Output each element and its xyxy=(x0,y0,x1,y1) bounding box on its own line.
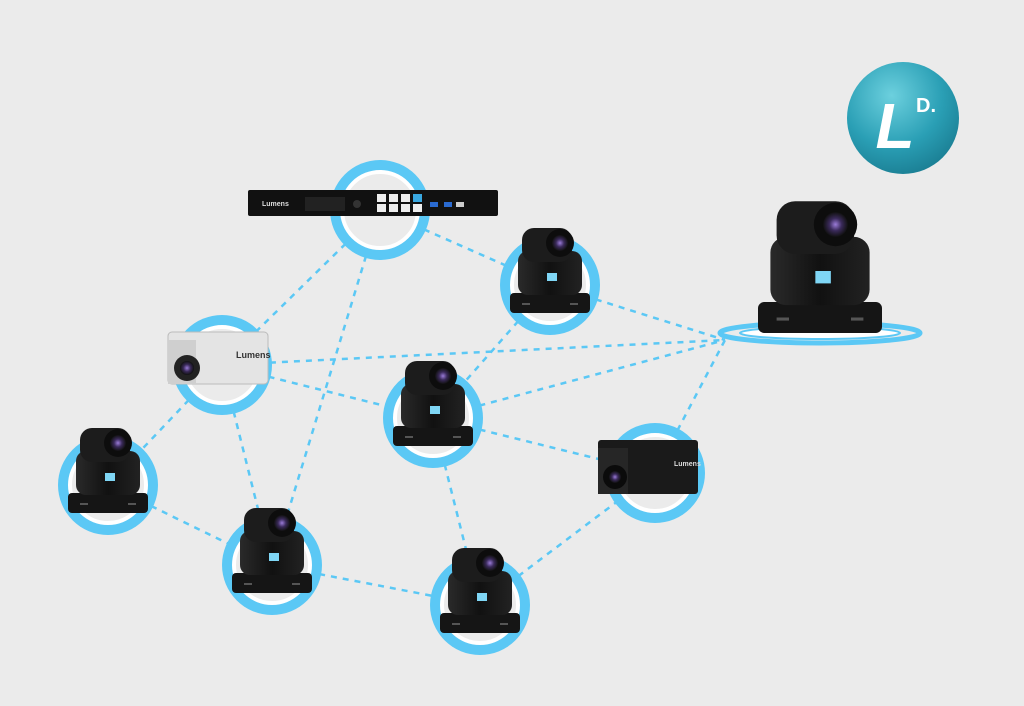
link-box-white-hub xyxy=(221,338,726,367)
lens-icon xyxy=(110,435,126,451)
recorder-button xyxy=(389,194,398,202)
recorder-button xyxy=(377,204,386,212)
logo-suffix: D. xyxy=(916,95,936,117)
link-ptz-center-hub xyxy=(432,338,726,420)
recorder-button xyxy=(401,204,410,212)
recorder-button xyxy=(389,204,398,212)
link-recorder-ptz-lower-left xyxy=(270,209,382,566)
ptz-ptz-top xyxy=(510,228,590,313)
lens-icon xyxy=(552,235,568,251)
ptz-large-hub xyxy=(758,201,882,333)
device-brand-label: Lumens xyxy=(236,350,271,360)
device-brand-label: Lumens xyxy=(262,201,289,208)
box-camera-white-box-white: Lumens xyxy=(167,331,271,385)
ptz-ptz-left xyxy=(68,428,148,513)
ld-logo: L D. xyxy=(847,62,959,174)
recorder-button xyxy=(413,194,422,202)
recorder-button xyxy=(401,194,410,202)
lens-icon xyxy=(274,515,290,531)
logo-letter: L xyxy=(875,90,914,162)
lens-icon xyxy=(435,368,451,384)
box-camera-black-box-black: Lumens xyxy=(598,440,701,494)
ptz-ptz-bottom xyxy=(440,548,520,633)
device-brand-label: Lumens xyxy=(674,461,701,468)
recorder-button xyxy=(377,194,386,202)
lens-icon xyxy=(482,555,498,571)
recorder-button xyxy=(413,204,422,212)
ptz-ptz-lower-left xyxy=(232,508,312,593)
lens-icon xyxy=(823,212,848,237)
ptz-ptz-center xyxy=(393,361,473,446)
recorder-recorder: Lumens xyxy=(248,190,498,216)
